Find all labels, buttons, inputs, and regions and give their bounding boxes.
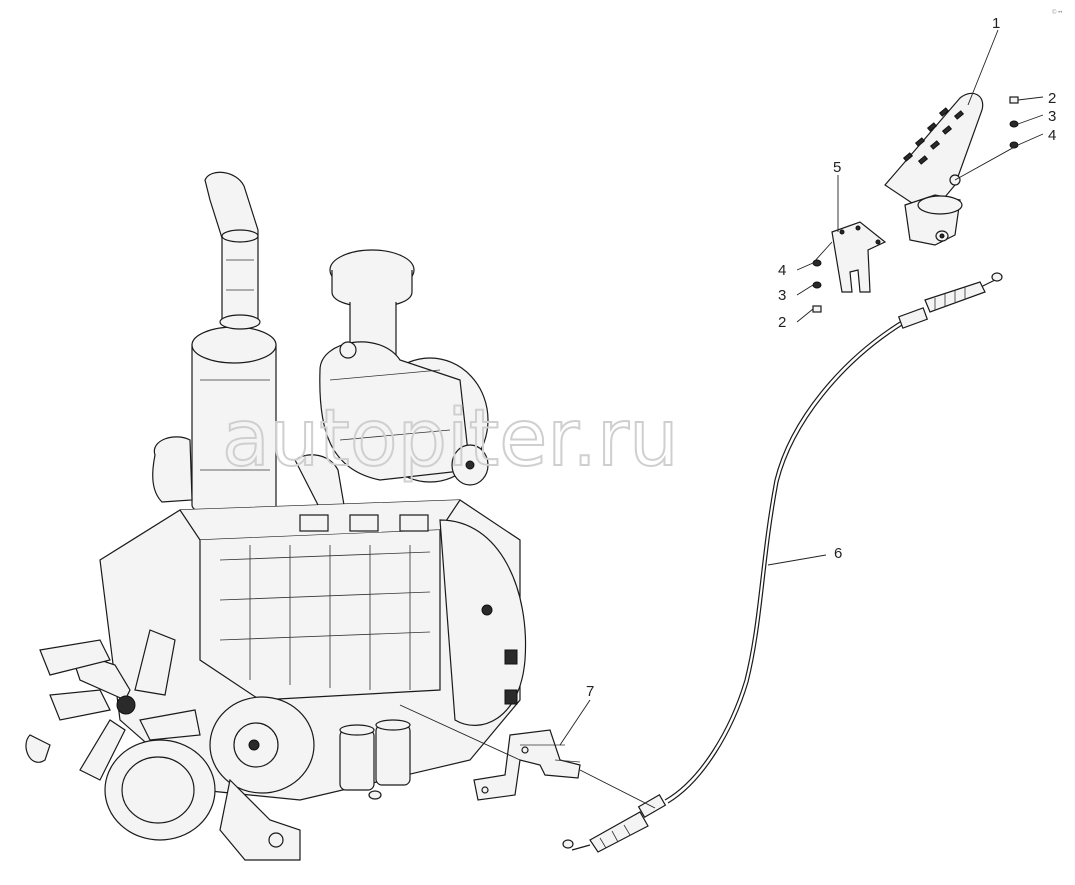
exhaust-pipe <box>204 171 259 321</box>
alternator <box>209 696 315 794</box>
muffler <box>191 314 277 517</box>
callout-4-top: 4 <box>1048 127 1056 144</box>
corner-mark: © •• <box>1052 9 1062 16</box>
air-filter <box>319 249 489 486</box>
accelerator-pedal <box>884 92 984 246</box>
callout-7: 7 <box>586 683 594 700</box>
callout-3-left: 3 <box>778 287 786 304</box>
oil-filters <box>339 719 411 800</box>
cap <box>339 341 357 359</box>
bracket-7 <box>473 729 581 801</box>
exhaust-elbow <box>152 436 193 503</box>
flywheel-housing <box>439 519 527 726</box>
callout-2-left: 2 <box>778 314 786 331</box>
pedal-bracket-5 <box>831 221 887 293</box>
engine-assembly <box>25 171 527 861</box>
callout-5: 5 <box>833 159 841 176</box>
crank-pulley <box>104 739 216 841</box>
cooling-fan <box>25 629 201 781</box>
fasteners <box>812 96 1019 313</box>
callout-labels: 1 2 3 4 5 4 3 2 6 7 <box>586 15 1056 700</box>
leader-lines <box>399 29 1044 809</box>
callout-1: 1 <box>992 15 1000 32</box>
watermark: autopiter.ru <box>222 394 679 484</box>
callout-3-top: 3 <box>1048 108 1056 125</box>
throttle-cable <box>562 272 1003 853</box>
callout-4-left: 4 <box>778 262 786 279</box>
engine-block <box>99 499 521 801</box>
callout-2-top: 2 <box>1048 90 1056 107</box>
callout-6: 6 <box>834 545 842 562</box>
